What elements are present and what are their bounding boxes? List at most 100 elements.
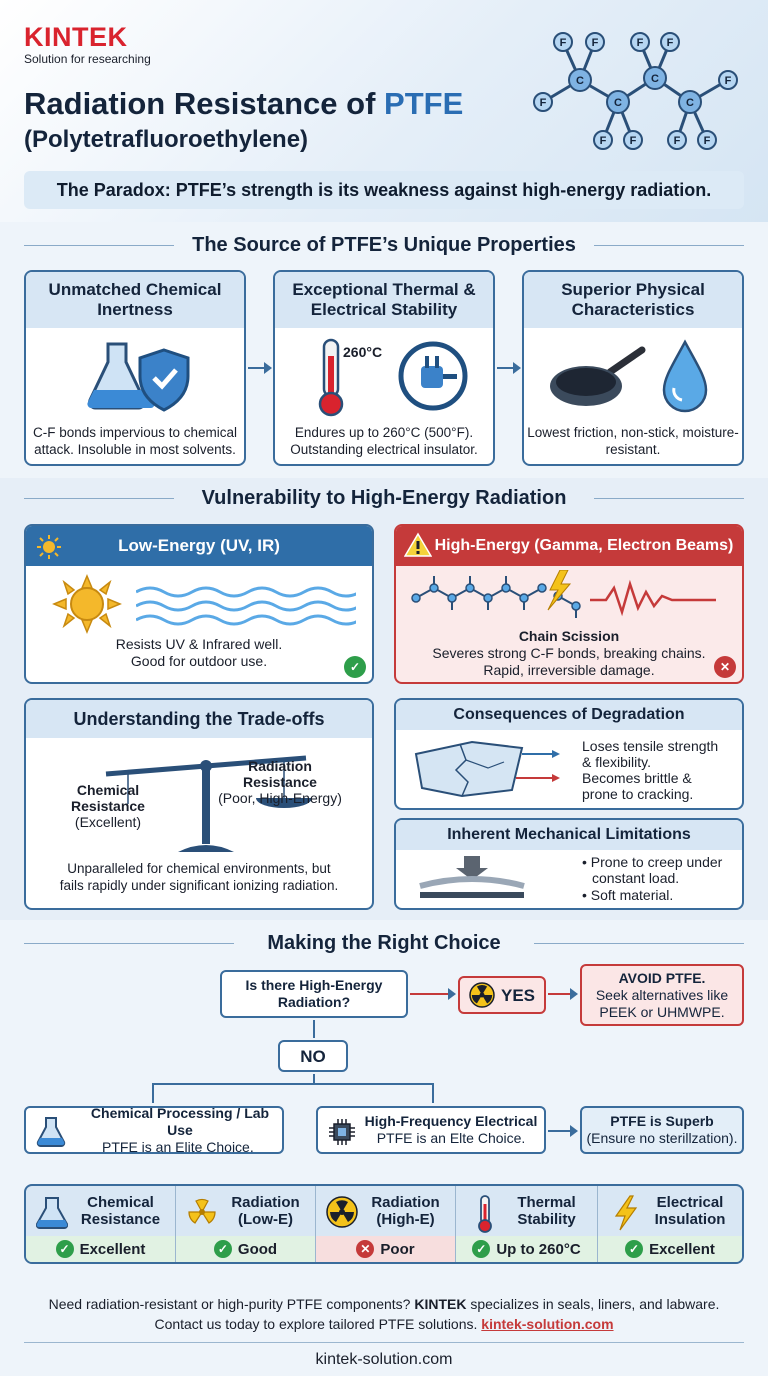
card-description: Endures up to 260°C (500°F). Outstanding…: [290, 425, 478, 457]
svg-text:C: C: [576, 75, 584, 87]
summary-value: ✓Up to 260°C: [456, 1236, 597, 1262]
summary-value: ✕Poor: [316, 1236, 455, 1262]
choice-section-title: Making the Right Choice: [267, 932, 501, 954]
divider: [24, 498, 174, 499]
summary-radiation-low: Radiation(Low-E) ✓Good: [176, 1186, 316, 1262]
flow-arrow: [497, 362, 521, 374]
svg-text:F: F: [600, 135, 607, 147]
avoid-ptfe-box: AVOID PTFE. Seek alternatives like PEEK …: [580, 964, 744, 1026]
svg-text:F: F: [674, 135, 681, 147]
chain-scission-label: Chain Scission: [518, 628, 620, 644]
frying-pan-icon: [550, 346, 646, 406]
sun-icon: [52, 574, 122, 634]
flask-shield-icon: [87, 342, 190, 412]
check-icon: ✓: [472, 1240, 491, 1258]
balance-scale-icon: [105, 755, 312, 852]
card-low-energy: Low-Energy (UV, IR) Resists UV & Infrare…: [24, 524, 374, 684]
card-title: Consequences of Degradation: [396, 700, 742, 730]
flow-arrow: [248, 362, 272, 374]
connector-line: [432, 1083, 434, 1103]
sun-small-icon: [37, 535, 61, 559]
divider: [24, 943, 234, 944]
website-link[interactable]: kintek-solution.com: [481, 1316, 614, 1332]
card-description: Lowest friction, non-stick, moisture-res…: [527, 425, 739, 457]
page-subtitle: (Polytetrafluoroethylene): [24, 126, 309, 153]
cross-icon: ✕: [356, 1240, 375, 1258]
card-description: C-F bonds impervious to chemical attack.…: [32, 425, 238, 457]
radiation-icon: [469, 982, 495, 1008]
connector-line: [313, 1020, 315, 1038]
card-description: Severes strong C-F bonds, breaking chain…: [432, 645, 706, 661]
page-title: Radiation Resistance of PTFE: [24, 86, 464, 121]
flask-icon: [36, 1197, 68, 1229]
no-box: NO: [278, 1040, 348, 1072]
yes-box: YES: [458, 976, 546, 1014]
connector-line: [313, 1074, 315, 1084]
warning-icon: [404, 532, 432, 557]
card-description: Unparalleled for chemical environments, …: [67, 861, 331, 876]
card-title: Understanding the Trade-offs: [26, 700, 372, 738]
flask-icon: [36, 1117, 66, 1147]
cracked-material-icon: [414, 740, 560, 798]
svg-text:F: F: [540, 97, 547, 109]
chain-scission-icon: [411, 570, 716, 618]
divider: [24, 1342, 744, 1343]
summary-value: ✓Good: [176, 1236, 315, 1262]
card-chemical-inertness: Unmatched Chemical Inertness C-F bonds i…: [24, 270, 246, 466]
cross-icon: ✕: [714, 656, 736, 678]
source-section-title: The Source of PTFE’s Unique Properties: [192, 234, 576, 256]
summary-value: ✓Excellent: [598, 1236, 742, 1262]
card-limitations: Inherent Mechanical Limitations • Prone …: [394, 818, 744, 910]
high-frequency-electrical-box: High-Frequency Electrical PTFE is an Elt…: [316, 1106, 546, 1154]
paradox-banner: The Paradox: PTFE’s strength is its weak…: [24, 171, 744, 209]
connector-line: [152, 1083, 154, 1103]
card-thermal-stability: Exceptional Thermal & Electrical Stabili…: [273, 270, 495, 466]
svg-text:F: F: [592, 37, 599, 49]
card-title: Inherent Mechanical Limitations: [396, 820, 742, 850]
card-title: Superior Physical Characteristics: [524, 272, 742, 328]
load-bending-icon: [419, 856, 525, 898]
svg-text:F: F: [637, 37, 644, 49]
check-icon: ✓: [213, 1240, 232, 1258]
svg-text:F: F: [725, 75, 732, 87]
check-icon: ✓: [55, 1240, 74, 1258]
card-title: Unmatched Chemical Inertness: [26, 272, 244, 328]
svg-text:F: F: [704, 135, 711, 147]
svg-text:C: C: [614, 97, 622, 109]
summary-radiation-high: Radiation(High-E) ✕Poor: [316, 1186, 456, 1262]
water-drop-icon: [662, 339, 708, 413]
ptfe-superb-box: PTFE is Superb (Ensure no sterillzation)…: [580, 1106, 744, 1154]
radiation-icon: [326, 1196, 358, 1228]
divider: [534, 943, 744, 944]
brand-tagline: Solution for researching: [24, 52, 151, 66]
radiation-outline-icon: [188, 1198, 216, 1224]
check-icon: ✓: [344, 656, 366, 678]
footer-line-2: Contact us today to explore tailored PTF…: [154, 1316, 614, 1332]
summary-value: ✓Excellent: [26, 1236, 175, 1262]
divider: [24, 245, 174, 246]
thermometer-icon: [478, 1195, 492, 1233]
chip-icon: [329, 1119, 355, 1145]
thermometer-icon: [318, 338, 344, 417]
card-high-energy: High-Energy (Gamma, Electron Beams) Chai…: [394, 524, 744, 684]
svg-text:F: F: [667, 37, 674, 49]
consequence-strength: Loses tensile strength& flexibility.: [582, 738, 719, 770]
svg-text:F: F: [630, 135, 637, 147]
card-title: Exceptional Thermal & Electrical Stabili…: [275, 272, 493, 328]
limitation-soft: • Soft material.: [582, 887, 674, 903]
card-title: Low-Energy (UV, IR): [26, 526, 372, 566]
superb-arrow: [548, 1125, 578, 1137]
card-description: fails rapidly under significant ionizing…: [59, 878, 339, 893]
connector-line: [152, 1083, 434, 1085]
yes-arrow: [410, 988, 456, 1000]
